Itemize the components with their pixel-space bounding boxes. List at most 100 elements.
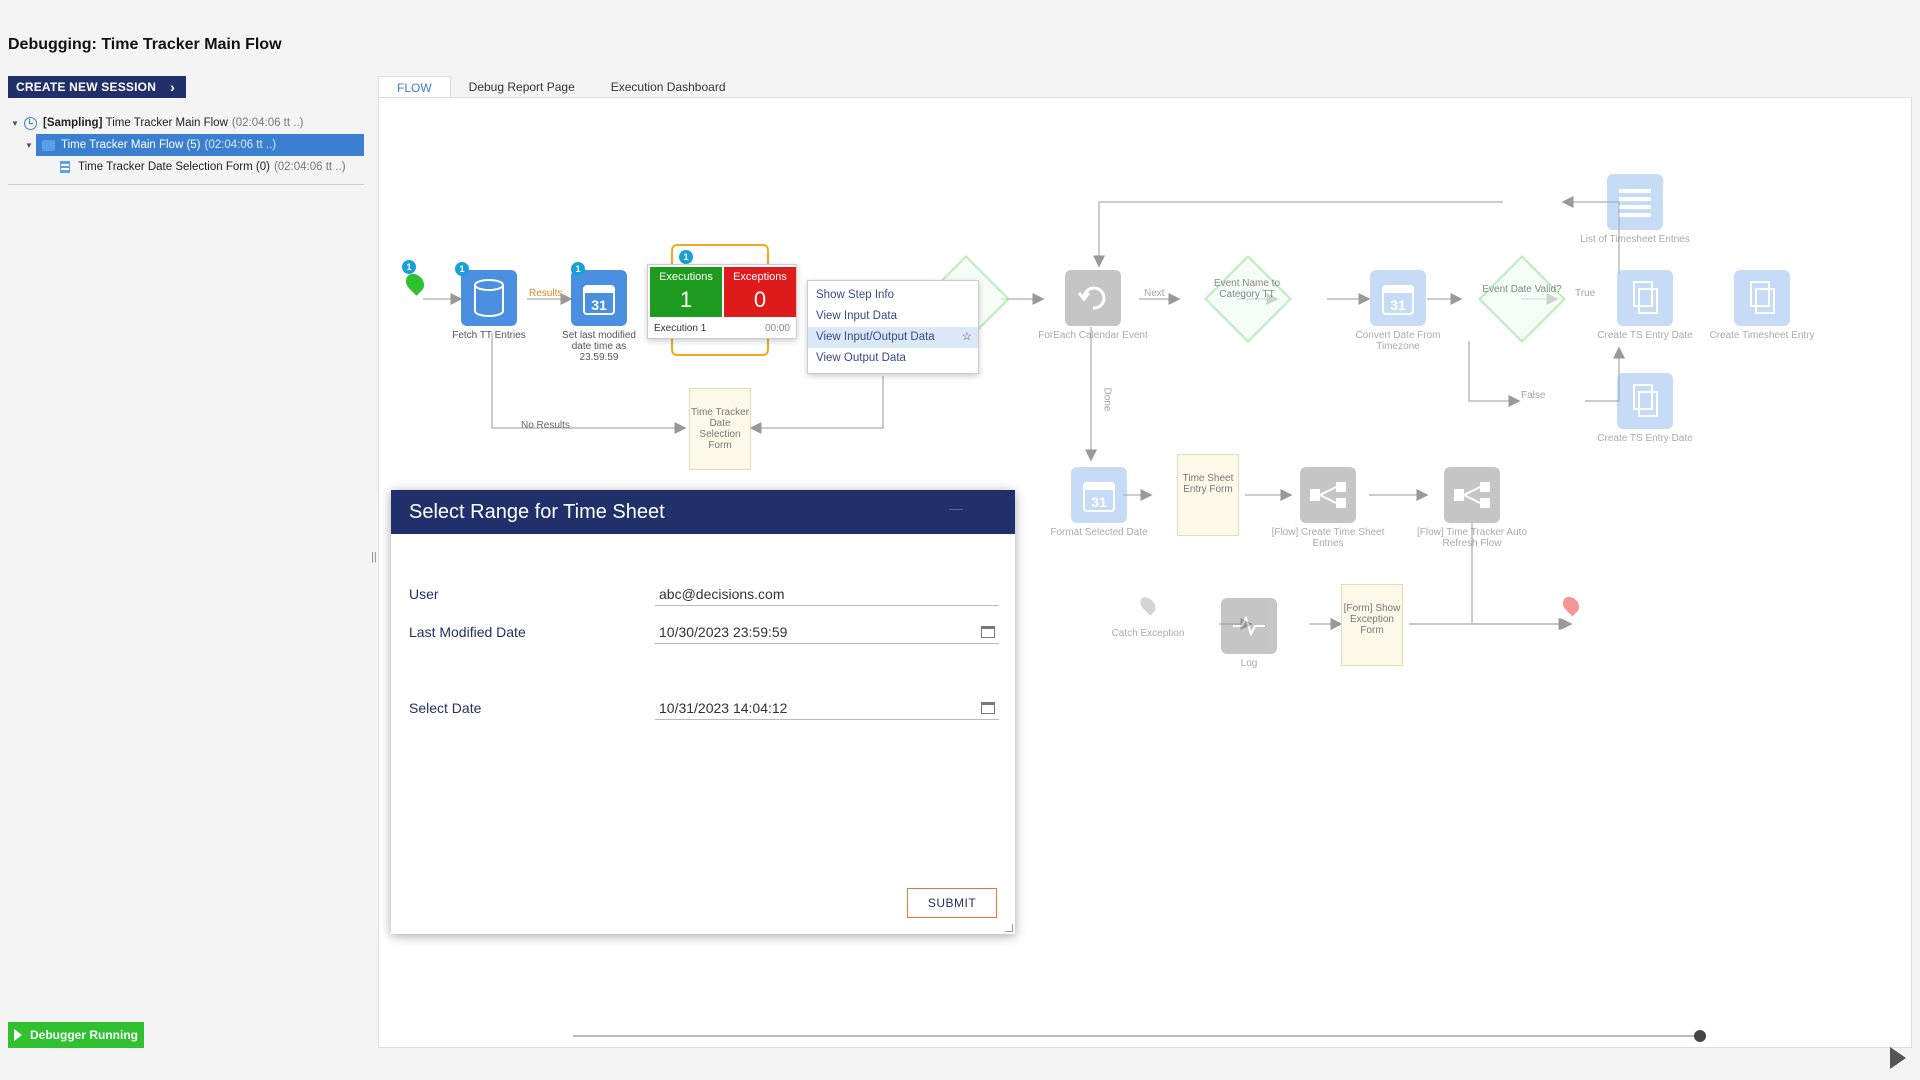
tree-item-main-flow[interactable]: Time Tracker Main Flow (5) (02:04:06 tt … bbox=[36, 134, 364, 156]
node-time-sheet-entry-form[interactable]: Time Sheet Entry Form bbox=[1177, 454, 1239, 536]
form-icon bbox=[60, 161, 70, 173]
node-create-ts-entry-date[interactable]: Create TS Entry Date bbox=[1595, 270, 1695, 341]
menu-item-view-output-data[interactable]: View Output Data bbox=[816, 352, 906, 364]
dialog-title: Select Range for Time Sheet bbox=[409, 500, 665, 523]
node-show-exception-form[interactable]: [Form] Show Exception Form bbox=[1341, 584, 1403, 666]
minimize-icon[interactable]: — bbox=[949, 500, 963, 516]
loop-icon bbox=[1065, 270, 1121, 326]
edge-label-results: Results bbox=[529, 288, 563, 299]
node-set-last-modified[interactable]: 31 Set last modified date time as 23.59.… bbox=[551, 270, 647, 363]
submit-button[interactable]: SUBMIT bbox=[907, 888, 997, 918]
flow-icon bbox=[42, 139, 55, 151]
expand-toggle-icon[interactable]: ▼ bbox=[11, 118, 19, 128]
node-create-ts-entry-date-2[interactable]: Create TS Entry Date bbox=[1595, 373, 1695, 444]
edge-label-done: Done bbox=[1101, 387, 1113, 412]
select-date-input[interactable]: 10/31/2023 14:04:12 bbox=[655, 696, 999, 720]
dialog-header: Select Range for Time Sheet — bbox=[391, 490, 1015, 534]
tab-bar: FLOW Debug Report Page Execution Dashboa… bbox=[378, 76, 744, 98]
step-context-menu: Show Step Info View Input Data View Inpu… bbox=[807, 280, 979, 374]
diamond-label: Event Date Valid? bbox=[1482, 284, 1562, 295]
tree-item-label: Time Tracker Main Flow bbox=[105, 117, 228, 129]
field-label: Last Modified Date bbox=[409, 624, 526, 640]
node-auto-refresh-flow[interactable]: [Flow] Time Tracker Auto Refresh Flow bbox=[1411, 467, 1533, 549]
exception-marker-icon bbox=[1137, 594, 1159, 616]
session-tree: ▼ [Sampling] Time Tracker Main Flow (02:… bbox=[8, 112, 364, 185]
node-fetch-tt-entries[interactable]: Fetch TT Entries bbox=[451, 270, 527, 341]
tree-item-meta: (02:04:06 tt ..) bbox=[231, 117, 304, 129]
execution-row[interactable]: Execution 1 00:00 bbox=[648, 317, 796, 338]
subflow-icon bbox=[1300, 467, 1356, 523]
exceptions-value: 0 bbox=[753, 287, 767, 312]
list-icon bbox=[1607, 174, 1663, 230]
node-label: Create Timesheet Entry bbox=[1709, 330, 1815, 341]
svg-text:31: 31 bbox=[1390, 297, 1406, 313]
set-last-count-badge: 1 bbox=[571, 262, 585, 276]
resize-grip-icon[interactable] bbox=[1005, 924, 1013, 932]
svg-text:31: 31 bbox=[591, 297, 607, 313]
field-value: 10/30/2023 23:59:59 bbox=[659, 624, 788, 640]
debugger-status-label: Debugger Running bbox=[30, 1028, 138, 1042]
node-label: [Flow] Time Tracker Auto Refresh Flow bbox=[1416, 527, 1528, 549]
timeline-scrubber-track[interactable] bbox=[573, 1035, 1699, 1037]
node-label: Set last modified date time as 23.59.59 bbox=[562, 330, 636, 363]
create-new-session-button[interactable]: CREATE NEW SESSION › bbox=[8, 76, 186, 98]
node-label: [Form] Show Exception Form bbox=[1343, 603, 1401, 636]
node-label: Time Sheet Entry Form bbox=[1182, 473, 1234, 495]
execution-time: 00:00 bbox=[764, 323, 790, 334]
tree-item-selection-form[interactable]: Time Tracker Date Selection Form (0) (02… bbox=[8, 156, 364, 178]
exceptions-label: Exceptions bbox=[733, 271, 787, 283]
tree-item-meta: (02:04:06 tt ..) bbox=[273, 161, 346, 173]
field-value: 10/31/2023 14:04:12 bbox=[659, 700, 788, 716]
expand-toggle-icon[interactable]: ▼ bbox=[25, 140, 33, 150]
node-catch-exception[interactable]: Catch Exception bbox=[1105, 594, 1191, 639]
tree-item-prefix: [Sampling] bbox=[43, 117, 103, 129]
node-create-timesheet-entry[interactable]: Create Timesheet Entry bbox=[1707, 270, 1817, 341]
panel-splitter-handle[interactable]: || bbox=[371, 551, 377, 563]
document-icon bbox=[1617, 373, 1673, 429]
executions-stat[interactable]: Executions 1 bbox=[650, 267, 722, 317]
subflow-icon bbox=[1444, 467, 1500, 523]
node-log[interactable]: Log bbox=[1219, 598, 1279, 669]
star-icon[interactable]: ☆ bbox=[961, 331, 972, 343]
clock-icon bbox=[24, 116, 37, 130]
tree-item-meta: (02:04:06 tt ..) bbox=[204, 139, 277, 151]
tree-item-main-flow-row[interactable]: ▼ Time Tracker Main Flow (5) (02:04:06 t… bbox=[8, 134, 364, 156]
page-title: Debugging: Time Tracker Main Flow bbox=[8, 36, 282, 53]
menu-item-show-step-info[interactable]: Show Step Info bbox=[816, 289, 894, 301]
node-selection-form[interactable]: Time Tracker Date Selection Form bbox=[689, 388, 751, 470]
last-modified-date-input[interactable]: 10/30/2023 23:59:59 bbox=[655, 620, 999, 644]
edge-label-next: Next bbox=[1144, 288, 1165, 299]
executions-value: 1 bbox=[679, 287, 693, 312]
diamond-label: Event Name to Category TT bbox=[1213, 278, 1281, 300]
tree-item-sampling[interactable]: ▼ [Sampling] Time Tracker Main Flow (02:… bbox=[8, 112, 364, 134]
menu-item-view-input-data[interactable]: View Input Data bbox=[816, 310, 897, 322]
document-icon bbox=[1617, 270, 1673, 326]
select-range-dialog: Select Range for Time Sheet — User abc@d… bbox=[391, 490, 1015, 934]
calendar-icon: 31 bbox=[1370, 270, 1426, 326]
node-label: Time Tracker Date Selection Form bbox=[691, 407, 749, 451]
menu-item-label: View Input/Output Data bbox=[816, 331, 935, 343]
node-format-selected-date[interactable]: 31 Format Selected Date bbox=[1043, 467, 1155, 538]
timeline-scrubber-knob[interactable] bbox=[1694, 1030, 1706, 1042]
node-list-timesheet-entries[interactable]: List of Timesheet Entries bbox=[1575, 174, 1695, 245]
document-icon bbox=[1734, 270, 1790, 326]
node-convert-date[interactable]: 31 Convert Date From Timezone bbox=[1343, 270, 1453, 352]
node-label: Convert Date From Timezone bbox=[1355, 330, 1441, 352]
exceptions-stat[interactable]: Exceptions 0 bbox=[724, 267, 796, 317]
calendar-picker-icon[interactable] bbox=[981, 702, 995, 714]
user-input[interactable]: abc@decisions.com bbox=[655, 582, 999, 606]
node-create-time-sheet-entries[interactable]: [Flow] Create Time Sheet Entries bbox=[1271, 467, 1385, 549]
step-forward-icon[interactable] bbox=[1890, 1047, 1906, 1069]
last-modified-date-field: Last Modified Date 10/30/2023 23:59:59 bbox=[409, 620, 999, 644]
execution-stats-popup: Executions 1 Exceptions 0 Execution 1 00… bbox=[647, 264, 797, 339]
start-count-badge: 1 bbox=[402, 260, 416, 274]
menu-item-view-input-output-data[interactable]: View Input/Output Data ☆ bbox=[808, 327, 978, 348]
node-foreach-calendar-event[interactable]: ForEach Calendar Event bbox=[1033, 270, 1153, 341]
tab-flow[interactable]: FLOW bbox=[378, 76, 451, 98]
node-label: Format Selected Date bbox=[1050, 527, 1148, 538]
node-label: [Flow] Create Time Sheet Entries bbox=[1271, 527, 1385, 549]
tab-debug-report-page[interactable]: Debug Report Page bbox=[468, 80, 575, 94]
chevron-right-icon: › bbox=[170, 79, 175, 95]
tab-execution-dashboard[interactable]: Execution Dashboard bbox=[610, 80, 726, 94]
calendar-picker-icon[interactable] bbox=[981, 626, 995, 638]
